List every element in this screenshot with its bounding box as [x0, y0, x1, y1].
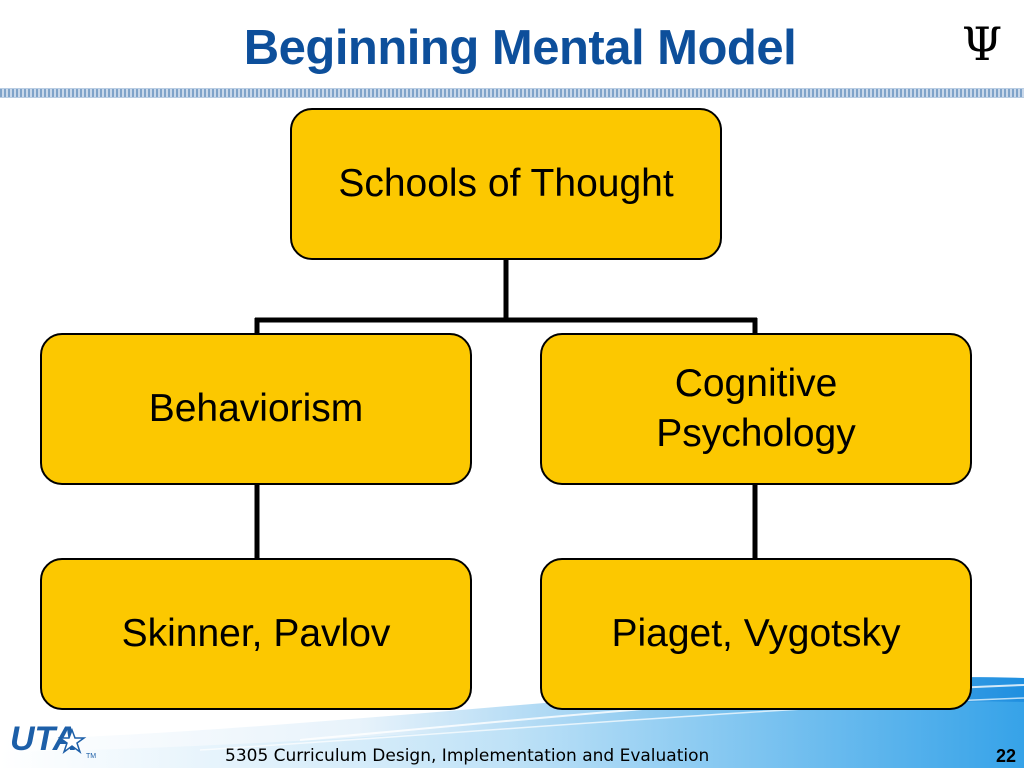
node-skinner-pavlov: Skinner, Pavlov [40, 558, 472, 710]
node-piaget-vygotsky: Piaget, Vygotsky [540, 558, 972, 710]
psi-symbol: Ψ [961, 17, 1003, 71]
node-schools-of-thought: Schools of Thought [290, 108, 722, 260]
trademark-mark: TM [86, 753, 96, 760]
uta-logo: UTA TM [10, 720, 96, 760]
node-behaviorism: Behaviorism [40, 333, 472, 485]
title-divider [0, 88, 1024, 98]
footer-course-title: 5305 Curriculum Design, Implementation a… [225, 746, 710, 766]
node-cognitive-psychology-label: Cognitive Psychology [656, 362, 856, 455]
node-cognitive-psychology: Cognitive Psychology [540, 333, 972, 485]
slide-title: Beginning Mental Model [243, 21, 797, 75]
star-icon [57, 727, 87, 755]
page-number: 22 [995, 746, 1016, 766]
